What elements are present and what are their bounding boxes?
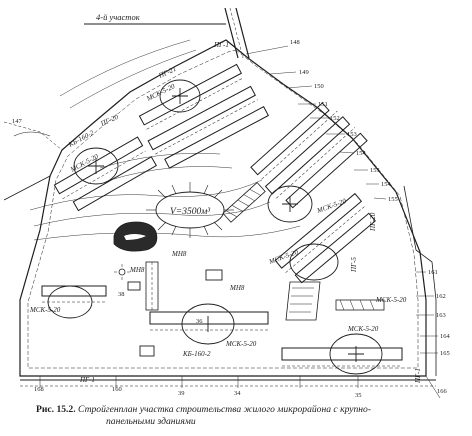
plan-label-msk-c: МСК-5-20 bbox=[267, 248, 300, 266]
marker-number-n157: 155 bbox=[388, 196, 398, 203]
bottom-road bbox=[20, 45, 441, 399]
figure-caption: Рис. 15.2. Стройгенплан участка строител… bbox=[36, 404, 466, 427]
marker-number-n153: 153 bbox=[347, 131, 357, 138]
marker-number-n35: 35 bbox=[355, 392, 362, 399]
plan-label-pg1b: ПГ-1 bbox=[79, 376, 95, 384]
marker-number-n39: 39 bbox=[178, 390, 185, 397]
section-header: 4-й участок bbox=[96, 12, 141, 22]
marker-number-n166: 166 bbox=[437, 388, 448, 395]
marker-number-xx: 147 bbox=[12, 118, 23, 125]
plan-label-kb-b: КБ-160-2 bbox=[182, 350, 211, 358]
crane-reach-circles bbox=[47, 79, 383, 375]
lighting-mast-icon bbox=[114, 264, 130, 280]
plan-label-pg1: ПГ-1 bbox=[213, 41, 229, 49]
plan-label-msk-f: МСК-5-20 bbox=[225, 340, 257, 348]
plan-label-msk-d: МСК-5-20 bbox=[375, 296, 407, 304]
buildings-right bbox=[222, 102, 376, 284]
plan-label-mn8b: МН8 bbox=[129, 266, 145, 274]
plan-label-pg5: ПГ-5 bbox=[350, 257, 358, 273]
marker-number-n161: 161 bbox=[428, 269, 438, 276]
caption-figure-number: Рис. 15.2. bbox=[36, 404, 76, 415]
stockpile-blob bbox=[113, 221, 158, 252]
plan-label-msk-h: МСК-5-20 bbox=[68, 152, 100, 174]
marker-number-n151: 151 bbox=[318, 101, 328, 108]
plan-annotations: МСК-5-20МСК-5-20МСК-5-20МСК-5-20МСК-5-20… bbox=[12, 39, 451, 399]
buildings-lower bbox=[41, 261, 403, 367]
marker-number-n154: 154 bbox=[356, 150, 367, 157]
terrain-contours bbox=[29, 39, 301, 241]
marker-number-n168: 168 bbox=[34, 386, 44, 393]
marker-number-n149: 149 bbox=[299, 69, 309, 76]
marker-number-n165: 165 bbox=[440, 350, 450, 357]
plan-label-msk-b: МСК-5-20 bbox=[315, 197, 348, 215]
marker-number-n148: 148 bbox=[290, 39, 300, 46]
marker-number-n162: 162 bbox=[436, 293, 446, 300]
caption-text: Стройгенплан участка строительства жилог… bbox=[78, 404, 372, 415]
plan-label-pg21: ПГ-21 bbox=[157, 65, 178, 80]
marker-number-n36: 36 bbox=[196, 318, 203, 325]
marker-number-n150: 150 bbox=[314, 83, 324, 90]
marker-number-n38: 38 bbox=[118, 291, 125, 298]
marker-number-n156: 154 bbox=[381, 181, 392, 188]
marker-number-n164: 164 bbox=[440, 333, 451, 340]
plan-label-pg20b: ПГ-20 bbox=[369, 212, 377, 232]
plan-label-mn8c: МН8 bbox=[229, 284, 245, 292]
marker-number-n163: 163 bbox=[436, 312, 446, 319]
plan-label-kb-a: КБ-160-2 bbox=[66, 129, 95, 150]
plan-label-mn8: МН8 bbox=[171, 250, 187, 258]
marker-number-n160: 160 bbox=[112, 386, 122, 393]
caption-text-line2: панельными зданиями bbox=[106, 415, 196, 427]
header-block: 4-й участок bbox=[84, 7, 250, 59]
plan-label-pg20: ПГ-20 bbox=[99, 113, 120, 129]
marker-number-n34: 34 bbox=[234, 390, 241, 397]
plan-label-msk-e: МСК-5-20 bbox=[347, 325, 379, 333]
soil-volume-label: V=3500м³ bbox=[170, 207, 210, 217]
plan-label-pg1c: ПГ-1 bbox=[414, 368, 422, 384]
marker-number-n155: 155 bbox=[370, 167, 380, 174]
plan-label-msk-g: МСК-5-20 bbox=[29, 306, 61, 314]
soil-volume-symbol: V=3500м³ bbox=[146, 182, 234, 238]
marker-number-n152: 152 bbox=[330, 115, 340, 122]
site-plan-drawing: 4-й участок bbox=[3, 7, 451, 399]
